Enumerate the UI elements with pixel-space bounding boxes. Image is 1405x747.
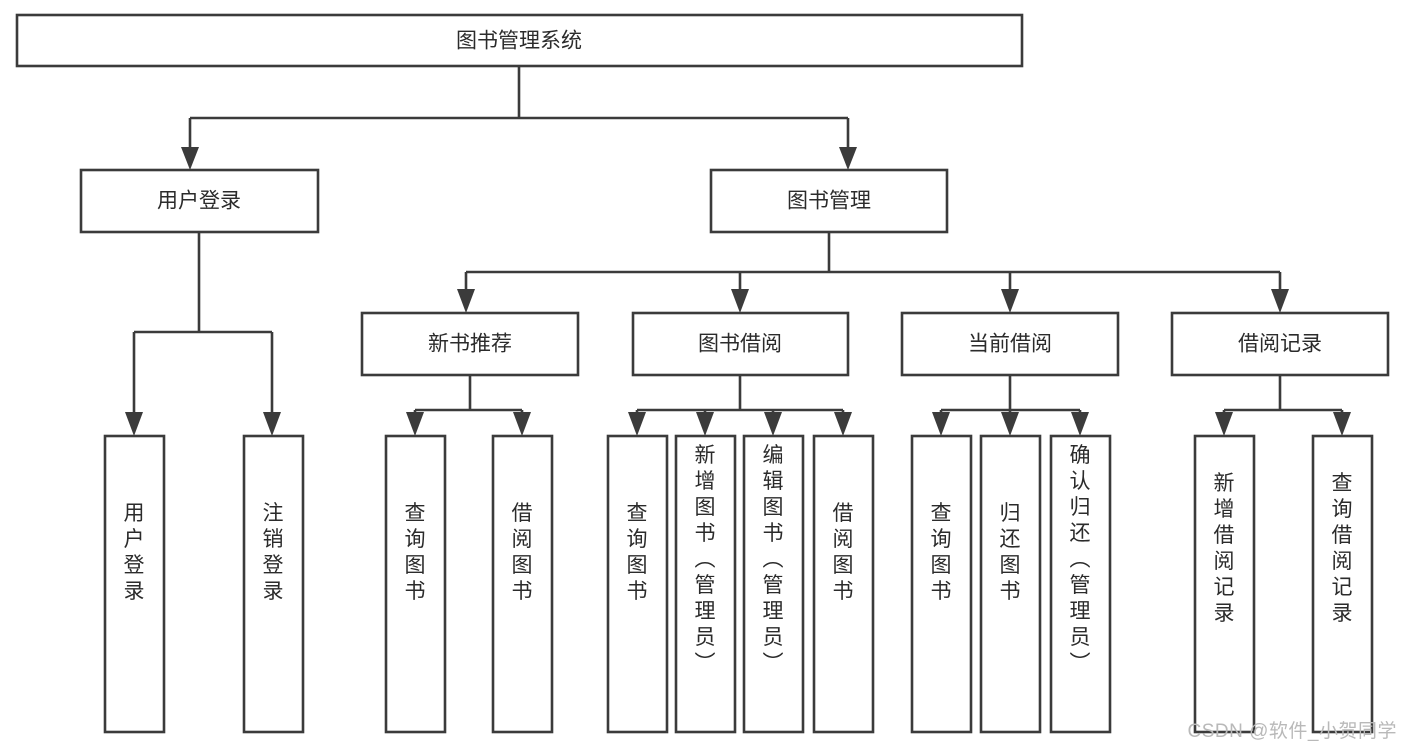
node-leaf-user-login[interactable]: 用户登录 — [103, 434, 166, 734]
node-leaf-query-book-1-label: 查询图书 — [405, 502, 426, 603]
node-leaf-edit-book[interactable]: 编辑图书︵管理员︶ — [742, 434, 805, 734]
node-book-borrow[interactable]: 图书借阅 — [631, 311, 850, 377]
node-leaf-borrow-book-1[interactable]: 借阅图书 — [491, 434, 554, 734]
arrow-head-leaf-add-borrow-record — [1215, 412, 1233, 436]
connector-layer — [125, 66, 1351, 436]
node-leaf-query-book-3-label: 查询图书 — [931, 502, 952, 603]
node-borrow-record[interactable]: 借阅记录 — [1170, 311, 1390, 377]
arrow-head-current-borrow — [1001, 289, 1019, 313]
arrow-head-leaf-add-book — [696, 412, 714, 436]
arrow-head-leaf-edit-book — [764, 412, 782, 436]
node-leaf-return-book[interactable]: 归还图书 — [979, 434, 1042, 734]
node-leaf-query-borrow-record-label: 查询借阅记录 — [1332, 472, 1353, 625]
node-leaf-logout-login[interactable]: 注销登录 — [242, 434, 305, 734]
node-leaf-query-book-1-box[interactable] — [384, 434, 447, 734]
node-leaf-query-borrow-record-box[interactable] — [1311, 434, 1374, 734]
node-root-label: 图书管理系统 — [456, 30, 582, 53]
node-book-management-box[interactable] — [709, 168, 949, 234]
arrow-head-leaf-query-book-1 — [406, 412, 424, 436]
arrow-head-leaf-logout-login — [263, 412, 281, 436]
node-new-book-recommend-label: 新书推荐 — [428, 333, 512, 356]
node-root-box[interactable] — [15, 13, 1024, 68]
node-book-management-label: 图书管理 — [787, 190, 871, 213]
node-leaf-add-book-box[interactable] — [674, 434, 737, 734]
connector-userlogin-to-leaves — [132, 232, 274, 413]
node-user-login[interactable]: 用户登录 — [79, 168, 320, 234]
node-new-book-recommend[interactable]: 新书推荐 — [360, 311, 580, 377]
arrow-head-leaf-user-login — [125, 412, 143, 436]
arrow-head-book-borrow — [731, 289, 749, 313]
node-leaf-query-book-2-label: 查询图书 — [627, 502, 648, 603]
node-leaf-confirm-return[interactable]: 确认归还︵管理员︶ — [1049, 434, 1112, 734]
node-root-system[interactable]: 图书管理系统 — [15, 13, 1024, 68]
node-leaf-user-login-box[interactable] — [103, 434, 166, 734]
node-leaf-add-borrow-record-box[interactable] — [1193, 434, 1256, 734]
node-leaf-add-borrow-record-label: 新增借阅记录 — [1214, 472, 1235, 625]
node-leaf-query-book-3[interactable]: 查询图书 — [910, 434, 973, 734]
node-leaf-user-login-label: 用户登录 — [124, 502, 145, 603]
connector-currentborrow-to-leaves — [939, 375, 1082, 413]
arrow-head-leaf-query-book-3 — [932, 412, 950, 436]
node-leaf-add-book-label: 新增图书︵管理员︶ — [695, 444, 716, 675]
arrow-head-user-login — [181, 147, 199, 170]
node-leaf-borrow-book-1-box[interactable] — [491, 434, 554, 734]
node-book-borrow-box[interactable] — [631, 311, 850, 377]
node-leaf-query-book-2-box[interactable] — [606, 434, 669, 734]
connector-bookmgmt-to-level3 — [464, 232, 1282, 290]
node-leaf-edit-book-label: 编辑图书︵管理员︶ — [763, 444, 784, 675]
node-leaf-confirm-return-box[interactable] — [1049, 434, 1112, 734]
node-leaf-borrow-book-2[interactable]: 借阅图书 — [812, 434, 875, 734]
connector-root-to-level2 — [188, 66, 850, 148]
node-leaf-borrow-book-1-label: 借阅图书 — [512, 502, 533, 603]
node-leaf-add-book[interactable]: 新增图书︵管理员︶ — [674, 434, 737, 734]
node-leaf-borrow-book-2-box[interactable] — [812, 434, 875, 734]
node-leaf-query-borrow-record[interactable]: 查询借阅记录 — [1311, 434, 1374, 734]
node-leaf-return-book-box[interactable] — [979, 434, 1042, 734]
node-current-borrow-label: 当前借阅 — [968, 333, 1052, 356]
node-new-book-recommend-box[interactable] — [360, 311, 580, 377]
node-current-borrow[interactable]: 当前借阅 — [900, 311, 1120, 377]
node-user-login-box[interactable] — [79, 168, 320, 234]
arrow-head-borrow-record — [1271, 289, 1289, 313]
arrow-head-leaf-query-borrow-record — [1333, 412, 1351, 436]
node-book-borrow-label: 图书借阅 — [698, 333, 782, 356]
node-leaf-logout-login-box[interactable] — [242, 434, 305, 734]
node-leaf-query-book-1[interactable]: 查询图书 — [384, 434, 447, 734]
node-borrow-record-label: 借阅记录 — [1238, 333, 1322, 356]
arrow-head-leaf-borrow-book-2 — [834, 412, 852, 436]
node-leaf-edit-book-box[interactable] — [742, 434, 805, 734]
node-borrow-record-box[interactable] — [1170, 311, 1390, 377]
connector-borrowrecord-to-leaves — [1222, 375, 1344, 413]
node-current-borrow-box[interactable] — [900, 311, 1120, 377]
arrow-head-leaf-confirm-return — [1071, 412, 1089, 436]
node-leaf-query-book-2[interactable]: 查询图书 — [606, 434, 669, 734]
node-leaf-logout-login-label: 注销登录 — [263, 502, 284, 603]
node-leaf-return-book-label: 归还图书 — [1000, 502, 1021, 603]
arrow-head-leaf-borrow-book-1 — [513, 412, 531, 436]
arrow-head-leaf-return-book — [1001, 412, 1019, 436]
arrow-head-leaf-query-book-2 — [628, 412, 646, 436]
arrow-head-book-management — [839, 147, 857, 170]
connector-bookborrow-to-leaves — [635, 375, 845, 413]
node-leaf-confirm-return-label: 确认归还︵管理员︶ — [1070, 444, 1091, 675]
node-leaf-add-borrow-record[interactable]: 新增借阅记录 — [1193, 434, 1256, 734]
node-leaf-borrow-book-2-label: 借阅图书 — [833, 502, 854, 603]
connector-newbook-to-leaves — [413, 375, 524, 413]
arrow-head-new-book-recommend — [457, 289, 475, 313]
node-book-management[interactable]: 图书管理 — [709, 168, 949, 234]
node-user-login-label: 用户登录 — [157, 190, 241, 213]
node-leaf-query-book-3-box[interactable] — [910, 434, 973, 734]
